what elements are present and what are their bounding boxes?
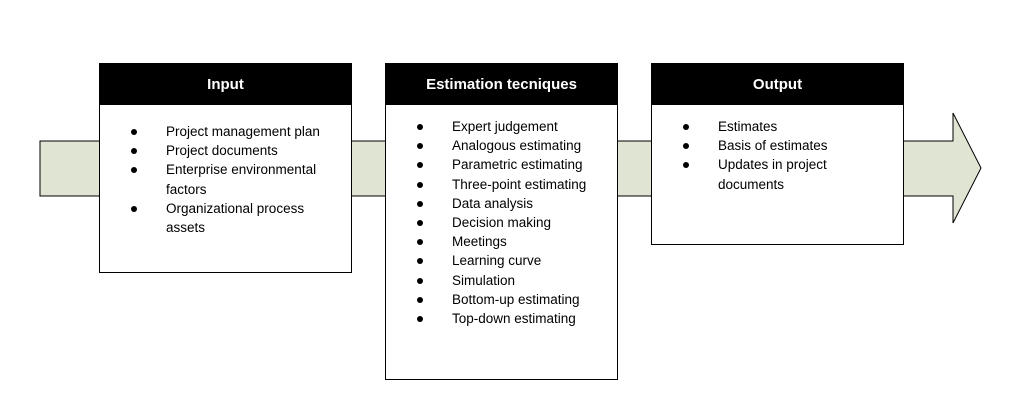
list-item: Project documents xyxy=(100,141,351,160)
input-items: Project management plan Project document… xyxy=(100,122,351,237)
input-box: Input Project management plan Project do… xyxy=(99,63,352,273)
list-item-text: Enterprise environmental factors xyxy=(166,162,317,197)
list-item-text: Project management plan xyxy=(166,124,320,139)
list-item-text: Basis of estimates xyxy=(718,138,828,154)
bullet-icon xyxy=(683,124,689,130)
bullet-icon xyxy=(417,239,423,246)
list-item-text: Simulation xyxy=(452,272,516,288)
list-item: Basis of estimates xyxy=(652,136,903,155)
bullet-icon xyxy=(417,181,423,188)
list-item-text: Top-down estimating xyxy=(452,311,576,327)
output-box: Output Estimates Basis of estimates Upda… xyxy=(651,63,904,245)
list-item-text: Three-point estimating xyxy=(452,176,587,192)
list-item: Enterprise environmental factors xyxy=(100,160,351,198)
list-item-text: Data analysis xyxy=(452,195,534,211)
bullet-icon xyxy=(683,143,689,150)
bullet-icon xyxy=(131,167,137,174)
bullet-icon xyxy=(417,124,423,130)
list-item: Organizational process assets xyxy=(100,199,351,237)
list-item: Expert judgement xyxy=(386,117,617,136)
bullet-icon xyxy=(417,143,423,150)
list-item-text: Organizational process assets xyxy=(166,200,305,236)
list-item: Estimates xyxy=(652,117,903,136)
list-item: Data analysis xyxy=(386,194,617,213)
list-item-text: Parametric estimating xyxy=(452,157,583,173)
list-item-text: Project documents xyxy=(166,143,278,159)
list-item-text: Meetings xyxy=(452,234,507,250)
list-item: Learning curve xyxy=(386,251,617,270)
list-item: Bottom-up estimating xyxy=(386,290,617,309)
estimation-techniques-box: Estimation tecniques Expert judgement An… xyxy=(385,63,618,380)
bullet-icon xyxy=(131,129,137,135)
output-items: Estimates Basis of estimates Updates in … xyxy=(652,117,903,194)
output-box-title: Output xyxy=(652,64,903,105)
bullet-icon xyxy=(131,205,137,212)
input-box-title: Input xyxy=(100,64,351,105)
bullet-icon xyxy=(417,296,423,303)
list-item: Top-down estimating xyxy=(386,309,617,328)
list-item-text: Analogous estimating xyxy=(452,138,582,154)
bullet-icon xyxy=(683,162,689,169)
list-item-text: Decision making xyxy=(452,215,552,231)
estimation-techniques-items: Expert judgement Analogous estimating Pa… xyxy=(386,117,617,328)
list-item-text: Learning curve xyxy=(452,253,542,269)
list-item: Analogous estimating xyxy=(386,136,617,155)
bullet-icon xyxy=(417,277,423,284)
list-item: Meetings xyxy=(386,232,617,251)
bullet-icon xyxy=(417,316,423,323)
bullet-icon xyxy=(417,258,423,265)
list-item: Parametric estimating xyxy=(386,155,617,174)
list-item-text: Expert judgement xyxy=(452,119,558,134)
bullet-icon xyxy=(131,148,137,155)
list-item-text: Updates in project documents xyxy=(718,157,827,192)
list-item-text: Bottom-up estimating xyxy=(452,291,580,307)
list-item: Three-point estimating xyxy=(386,175,617,194)
bullet-icon xyxy=(417,200,423,207)
bullet-icon xyxy=(417,162,423,169)
bullet-icon xyxy=(417,220,423,227)
list-item: Decision making xyxy=(386,213,617,232)
list-item: Project management plan xyxy=(100,122,351,141)
list-item-text: Estimates xyxy=(718,119,778,134)
estimation-techniques-box-title: Estimation tecniques xyxy=(386,64,617,105)
list-item: Updates in project documents xyxy=(652,155,903,193)
list-item: Simulation xyxy=(386,271,617,290)
